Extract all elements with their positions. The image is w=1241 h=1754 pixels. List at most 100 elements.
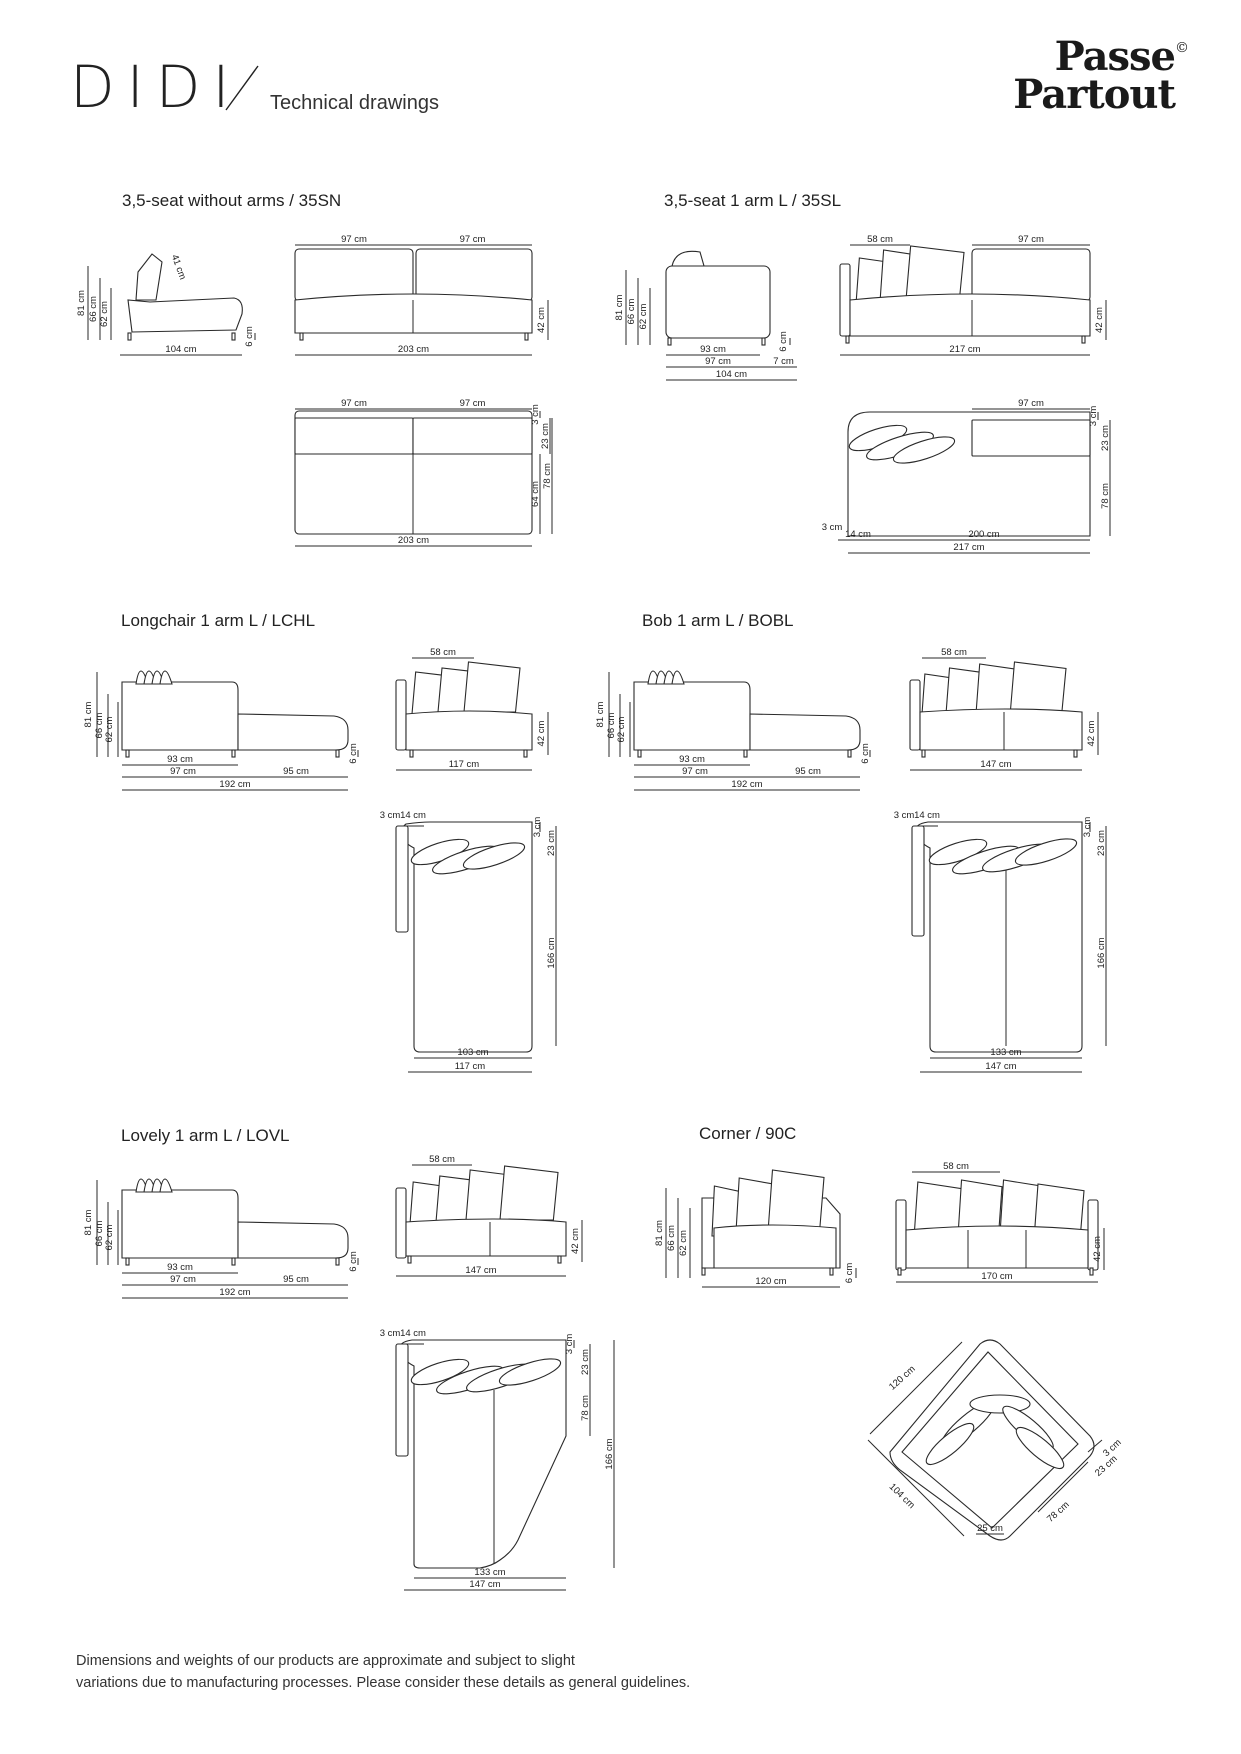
- dimension-label: 147 cm: [465, 1265, 496, 1276]
- section-title-35sl: 3,5-seat 1 arm L / 35SL: [664, 191, 842, 210]
- dimension-label: 7 cm: [773, 356, 794, 367]
- dimension-line: [869, 1341, 963, 1435]
- dimension-label: 58 cm: [941, 647, 967, 658]
- dimension-label: 217 cm: [949, 344, 980, 355]
- seat-cushion: [405, 710, 533, 751]
- backrest-side-outline: [633, 681, 751, 751]
- dimension-label: 95 cm: [283, 766, 309, 777]
- dimension-label: 97 cm: [170, 766, 196, 777]
- seat-cushion: [919, 708, 1083, 751]
- arm-front: [839, 263, 851, 337]
- back-cushion-top: [971, 419, 1091, 457]
- dimension-label: 93 cm: [700, 344, 726, 355]
- cushion-outline: [905, 245, 965, 301]
- dimension-label: 78 cm: [1100, 483, 1111, 509]
- dimension-label: 78 cm: [1045, 1499, 1072, 1525]
- seat-cushion: [405, 1218, 567, 1257]
- dimension-label: 117 cm: [449, 759, 480, 770]
- dimension-line: [867, 1439, 965, 1537]
- dimension-label: 81 cm: [595, 701, 606, 727]
- dimension-label: 95 cm: [283, 1274, 309, 1285]
- dimension-label: 42 cm: [536, 307, 547, 333]
- dimension-label: 3 cm: [822, 522, 843, 533]
- arm-front: [895, 1199, 907, 1271]
- dimension-label: 81 cm: [614, 294, 625, 320]
- cushion-topview: [410, 1358, 470, 1386]
- arm-front: [909, 679, 921, 751]
- dimension-label: 81 cm: [654, 1220, 665, 1246]
- dimension-label: 147 cm: [469, 1579, 500, 1590]
- backrest-side-outline: [135, 253, 163, 301]
- dimension-label: 97 cm: [341, 234, 367, 245]
- cushion-topview: [462, 842, 526, 870]
- leg: [1089, 1267, 1094, 1276]
- leg: [667, 337, 672, 346]
- cushion-outline: [159, 670, 173, 685]
- dimension-label: 103 cm: [457, 1047, 488, 1058]
- section-title-lovl: Lovely 1 arm L / LOVL: [121, 1126, 290, 1145]
- dimension-label: 97 cm: [705, 356, 731, 367]
- leg: [523, 749, 528, 758]
- cushion-topview: [498, 1358, 562, 1386]
- dimension-label: 14 cm: [400, 810, 426, 821]
- dimension-label: 14 cm: [914, 810, 940, 821]
- dimension-line: [1087, 1439, 1103, 1453]
- dimension-label: 58 cm: [429, 1154, 455, 1165]
- leg: [761, 337, 766, 346]
- section-title-lchl: Longchair 1 arm L / LCHL: [121, 611, 316, 630]
- leg: [231, 332, 236, 341]
- dimension-label: 62 cm: [616, 716, 627, 742]
- leg: [1081, 335, 1086, 344]
- cushion-outline: [671, 670, 685, 685]
- disclaimer-footer: Dimensions and weights of our products a…: [76, 1650, 690, 1694]
- arm-front: [395, 679, 407, 751]
- dimension-label: 3 cm: [380, 1328, 401, 1339]
- cushion-topview: [1014, 838, 1078, 866]
- dimension-label: 3 cm: [1088, 406, 1099, 427]
- dimension-label: 6 cm: [244, 326, 255, 347]
- dimension-label: 62 cm: [678, 1230, 689, 1256]
- cushion-topview: [1015, 1426, 1065, 1470]
- section-lchl-front-view: 58 cm 42 cm 117 cm: [395, 647, 549, 771]
- cushion-topview: [892, 436, 956, 464]
- dimension-label: 97 cm: [170, 1274, 196, 1285]
- section-title-bobl: Bob 1 arm L / BOBL: [642, 611, 794, 630]
- dimension-label: 42 cm: [1092, 1236, 1103, 1262]
- dimension-label: 6 cm: [348, 1251, 359, 1272]
- dimension-label: 120 cm: [755, 1276, 786, 1287]
- leg: [335, 1257, 340, 1266]
- dimension-label: 200 cm: [968, 529, 999, 540]
- dimension-label: 42 cm: [536, 720, 547, 746]
- product-title: DIDI: [70, 53, 242, 121]
- dimension-label: 58 cm: [430, 647, 456, 658]
- dimension-label: 62 cm: [638, 303, 649, 329]
- dimension-label: 6 cm: [860, 743, 871, 764]
- dimension-label: 147 cm: [985, 1061, 1016, 1072]
- dimension-label: 66 cm: [626, 298, 637, 324]
- leg: [335, 749, 340, 758]
- dimension-label: 97 cm: [1018, 234, 1044, 245]
- back-cushion: [294, 248, 414, 302]
- cushion-outline: [767, 1169, 825, 1233]
- cushion-topview: [928, 838, 988, 866]
- dimension-label: 62 cm: [104, 1224, 115, 1250]
- dimension-label: 81 cm: [76, 290, 87, 316]
- dimension-label: 14 cm: [400, 1328, 426, 1339]
- dimension-label: 42 cm: [1094, 307, 1105, 333]
- dimension-label: 203 cm: [398, 344, 429, 355]
- dimension-label: 78 cm: [580, 1395, 591, 1421]
- leg: [125, 749, 130, 758]
- arm-front: [395, 1187, 407, 1259]
- dimension-label: 3 cm: [530, 404, 541, 425]
